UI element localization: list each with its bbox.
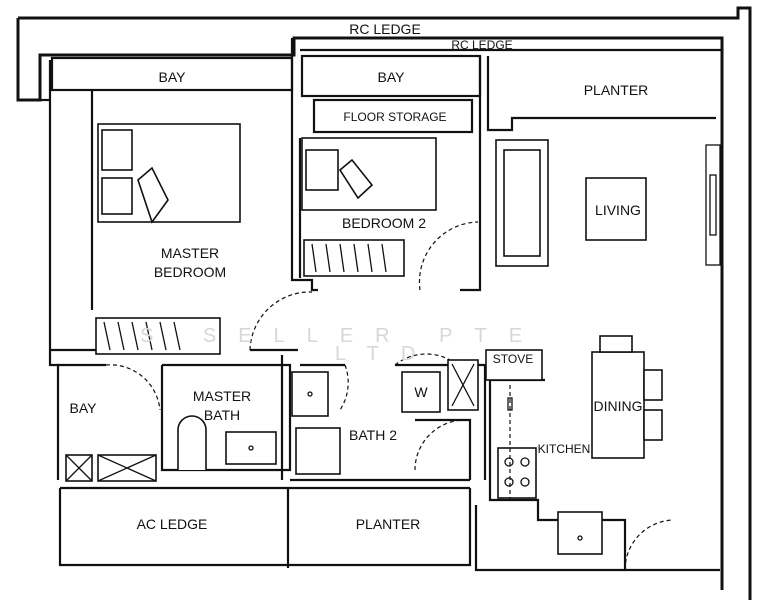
- planter-top-label: PLANTER: [584, 82, 649, 98]
- bay-master-label: BAY: [159, 69, 187, 85]
- dining-label: DINING: [594, 398, 643, 414]
- interior-walls: [48, 38, 720, 572]
- bedroom2-label: BEDROOM 2: [342, 215, 426, 231]
- bay-left-label: BAY: [70, 400, 98, 416]
- master-bath-label-line1: MASTER: [193, 388, 251, 404]
- master-bath-fixtures: [177, 415, 277, 470]
- sofa: [495, 139, 549, 267]
- washer-label: W: [414, 384, 428, 400]
- planter-bottom-label: PLANTER: [356, 516, 421, 532]
- living-label: LIVING: [595, 202, 641, 218]
- ac-ledge-cabinets: [65, 454, 157, 482]
- rc-ledge-inner-label: RC LEDGE: [451, 38, 512, 52]
- bay-bedroom2-label: BAY: [378, 69, 406, 85]
- master-wardrobe: [95, 317, 221, 355]
- dining-set: [591, 335, 663, 459]
- living-table: [585, 177, 647, 241]
- rc-ledge-top-label: RC LEDGE: [349, 21, 421, 37]
- bedroom2-wardrobe: [303, 239, 405, 277]
- kitchen-label: KITCHEN: [538, 442, 591, 456]
- stove-label: STOVE: [493, 352, 533, 366]
- bath2-fixtures: [291, 371, 341, 475]
- master-bath-label-line2: BATH: [204, 407, 240, 423]
- door-swings: [105, 221, 673, 571]
- washer-dryer: [401, 359, 479, 413]
- outer-walls: [16, 6, 752, 600]
- watermark-line2: LTD: [335, 343, 437, 365]
- master-bedroom-label-line1: MASTER: [161, 245, 219, 261]
- floor-storage-zone: [312, 98, 474, 134]
- living-window: [705, 144, 721, 266]
- floor-storage-label: FLOOR STORAGE: [343, 110, 446, 124]
- watermark-line1: S SELLER PTE: [140, 325, 544, 347]
- kitchen-fixtures: [485, 349, 603, 555]
- master-bedroom-label-line2: BEDROOM: [154, 264, 226, 280]
- planter-top-zone: [486, 56, 716, 132]
- bath2-label: BATH 2: [349, 427, 397, 443]
- bedroom2-bed: [301, 137, 437, 211]
- master-bed: [97, 123, 241, 224]
- room-labels: RC LEDGE RC LEDGE BAY BAY PLANTER FLOOR …: [70, 21, 649, 532]
- ac-ledge-label: AC LEDGE: [137, 516, 208, 532]
- watermark: S SELLER PTE LTD: [140, 325, 544, 365]
